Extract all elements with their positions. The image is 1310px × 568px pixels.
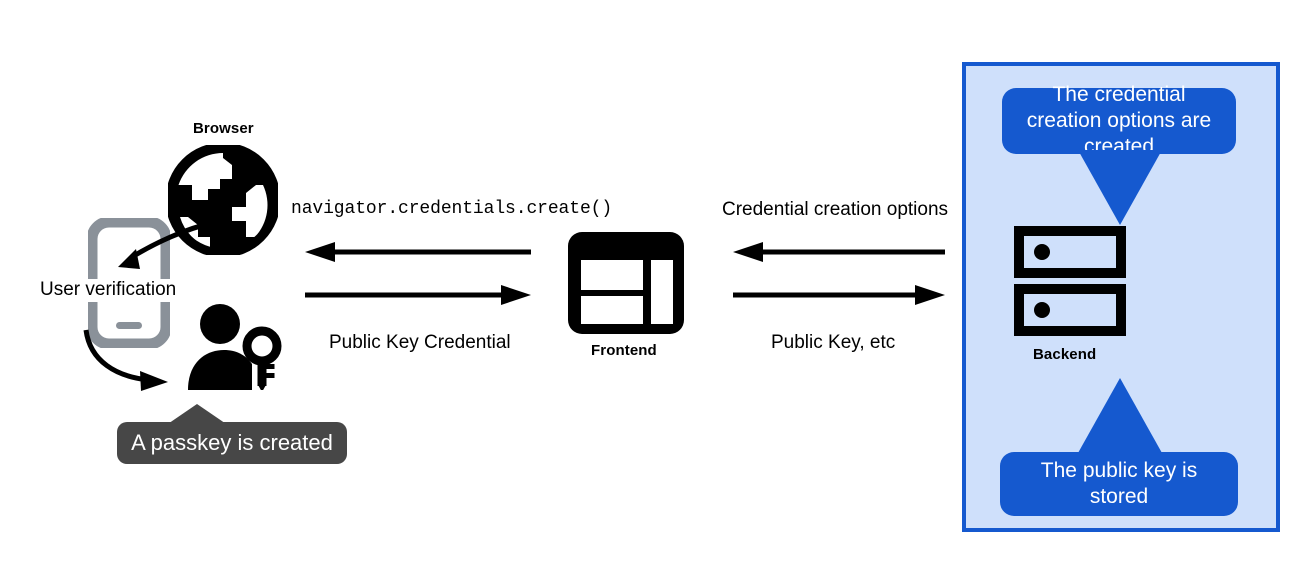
browser-to-phone-arrow bbox=[118, 220, 213, 269]
credential-creation-options-label: Credential creation options bbox=[722, 199, 949, 220]
browser-label: Browser bbox=[193, 120, 254, 137]
public-key-stored-callout-pointer bbox=[1078, 378, 1162, 453]
backend-label: Backend bbox=[1033, 346, 1097, 363]
credential-options-callout-pointer bbox=[1078, 150, 1162, 225]
navigator-create-label: navigator.credentials.create() bbox=[291, 199, 613, 219]
frontend-label: Frontend bbox=[591, 342, 657, 359]
public-key-stored-callout: The public key is stored bbox=[1000, 452, 1238, 516]
passkey-created-callout: A passkey is created bbox=[117, 422, 347, 464]
phone-to-user-arrow bbox=[83, 329, 168, 391]
frontend-backend-bottom-arrow bbox=[733, 285, 945, 305]
public-key-etc-label: Public Key, etc bbox=[771, 332, 896, 353]
server-rack-icon bbox=[1014, 226, 1126, 336]
credential-options-created-callout: The credential creation options are crea… bbox=[1002, 83, 1236, 158]
frontend-backend-top-arrow bbox=[733, 242, 945, 262]
user-verification-label: User verification bbox=[38, 279, 179, 302]
user-key-icon bbox=[188, 304, 282, 390]
browser-frontend-bottom-arrow bbox=[305, 285, 531, 305]
public-key-credential-label: Public Key Credential bbox=[329, 332, 511, 353]
layout-window-icon bbox=[568, 232, 684, 334]
browser-frontend-top-arrow bbox=[305, 242, 531, 262]
